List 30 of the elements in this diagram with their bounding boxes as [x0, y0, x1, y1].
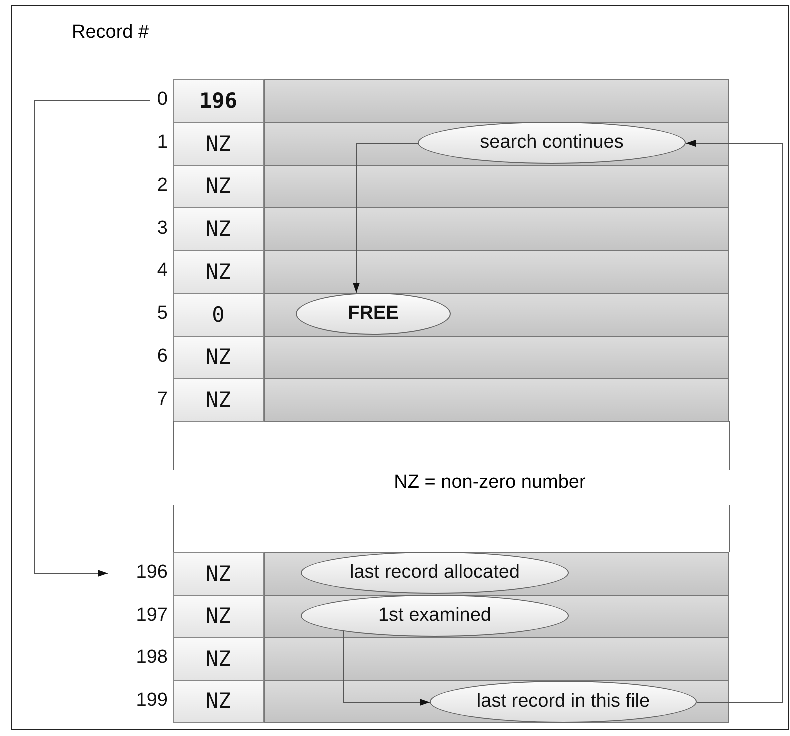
table-cell: 0 [173, 292, 264, 336]
table-cell: NZ [173, 336, 264, 380]
arrow [686, 140, 783, 703]
table-cell: NZ [173, 207, 264, 251]
row-number: 199 [135, 688, 168, 713]
note: NZ = non-zero number [393, 472, 587, 495]
arrow [353, 143, 418, 294]
table-cell: NZ [173, 552, 264, 596]
arrow [343, 630, 430, 706]
row-number: 3 [156, 216, 168, 241]
table-cell: NZ [173, 378, 264, 422]
table-cell: NZ [173, 680, 264, 723]
row-number: 6 [156, 344, 168, 369]
row-number: 198 [135, 646, 168, 670]
row-number: 197 [135, 604, 168, 628]
row-number: 0 [120, 79, 168, 122]
table-cell: NZ [173, 164, 264, 208]
row-number: 4 [156, 259, 168, 284]
table-cell: NZ [173, 122, 264, 166]
row-number: 196 [110, 552, 168, 594]
arrow [34, 100, 150, 577]
table-cell: NZ [173, 637, 264, 680]
column-heading: Record # [72, 22, 150, 45]
table-cell: NZ [173, 594, 264, 638]
row-number: 5 [156, 302, 168, 326]
row-number: 7 [156, 388, 168, 412]
row-number: 1 [156, 131, 168, 156]
table-cell: 196 [173, 79, 264, 123]
table-cell: NZ [173, 250, 264, 294]
row-number: 2 [156, 174, 168, 198]
